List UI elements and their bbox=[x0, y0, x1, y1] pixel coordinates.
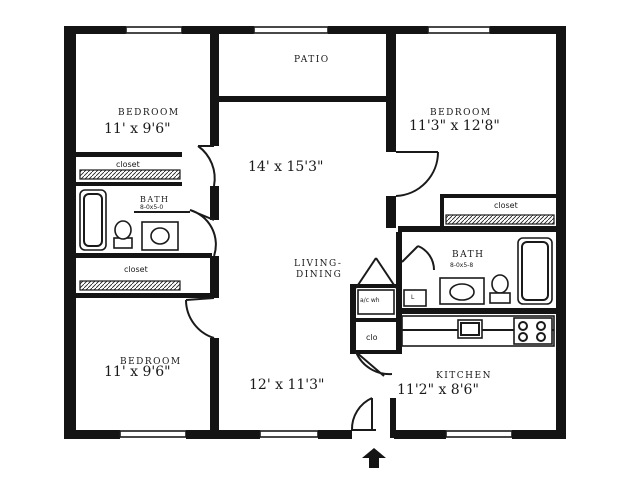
bathtub-w-inner bbox=[83, 193, 103, 247]
kitchen-sink bbox=[457, 319, 483, 339]
wall-utility-bottom bbox=[350, 350, 400, 354]
living-size-bottom: 12' x 11'3" bbox=[249, 377, 325, 393]
bath-e-size: 8-0x5-8 bbox=[450, 262, 474, 269]
bedroom-ne-label: BEDROOM bbox=[430, 108, 492, 118]
interior-wall-west-mid bbox=[210, 186, 219, 220]
bedroom-ne-size: 11'3" x 12'8" bbox=[409, 118, 500, 134]
toilet-tank-e bbox=[489, 292, 511, 304]
laundry-box bbox=[403, 289, 427, 307]
clo-label: clo bbox=[366, 333, 378, 342]
window-top-left bbox=[125, 26, 183, 34]
ac-wh-label: a/c wh bbox=[360, 297, 380, 304]
window-bottom-mid bbox=[259, 430, 319, 438]
bathtub-e-inner bbox=[521, 241, 549, 301]
window-top-right bbox=[427, 26, 491, 34]
kitchen-sink-basin bbox=[460, 322, 480, 336]
burner-4 bbox=[536, 332, 546, 342]
wall-closet-top-bottom bbox=[76, 182, 182, 186]
exterior-wall-bottom-left-2 bbox=[186, 430, 260, 439]
exterior-wall-right bbox=[556, 26, 566, 438]
wall-ne-closet-top bbox=[442, 194, 556, 198]
bath-w-label: BATH bbox=[140, 195, 170, 204]
exterior-wall-left bbox=[64, 26, 76, 438]
closet-w-mid-shelf bbox=[79, 280, 181, 291]
exterior-wall-bottom-left bbox=[64, 430, 120, 439]
bedroom-nw-size: 11' x 9'6" bbox=[104, 121, 171, 137]
interior-wall-west-bottom bbox=[210, 338, 219, 436]
living-size-top: 14' x 15'3" bbox=[248, 159, 324, 175]
patio-label: PATIO bbox=[294, 55, 330, 65]
closet-ne-label: closet bbox=[494, 201, 518, 210]
living-label-line2: DINING bbox=[296, 270, 343, 280]
window-patio bbox=[253, 26, 329, 34]
bath-e-label: BATH bbox=[452, 250, 485, 260]
wall-nw-bedroom-bottom bbox=[76, 152, 182, 157]
interior-wall-west-upper bbox=[210, 30, 219, 146]
bedroom-sw-label: BEDROOM bbox=[120, 357, 182, 367]
wall-bath-w-bottom bbox=[76, 253, 212, 258]
closet-w-mid-label: closet bbox=[124, 265, 148, 274]
interior-wall-east-mid bbox=[386, 196, 396, 228]
door-swing-bath-w bbox=[189, 209, 217, 257]
toilet-bowl-e bbox=[491, 274, 509, 294]
door-swing-clo bbox=[355, 351, 393, 377]
door-swing-nw-bedroom bbox=[197, 145, 216, 187]
bedroom-nw-label: BEDROOM bbox=[118, 108, 180, 118]
wall-ne-closet-bottom bbox=[398, 226, 556, 232]
door-swing-sw-bedroom bbox=[185, 297, 215, 339]
wall-utility-mid bbox=[350, 318, 400, 322]
bedroom-sw-size: 11' x 9'6" bbox=[104, 364, 171, 380]
wall-utility-top bbox=[350, 284, 400, 288]
interior-wall-west-lower bbox=[210, 256, 219, 298]
window-bottom-right bbox=[445, 430, 513, 438]
closet-w-top-shelf bbox=[79, 169, 181, 180]
bath-w-size: 8-0x5-0 bbox=[140, 204, 164, 211]
closet-ne-shelf bbox=[445, 214, 555, 225]
closet-w-top-label: closet bbox=[116, 160, 140, 169]
entry-arrow-icon bbox=[362, 448, 386, 468]
wall-closet-mid-bottom bbox=[76, 293, 212, 298]
kitchen-size: 11'2" x 8'6" bbox=[397, 382, 479, 398]
burner-3 bbox=[518, 332, 528, 342]
vanity-w bbox=[141, 221, 179, 251]
exterior-wall-bottom-right-2 bbox=[512, 430, 566, 439]
exterior-wall-top-left bbox=[64, 26, 126, 34]
ac-wh-box bbox=[357, 289, 395, 315]
wall-kitchen-left-bottom bbox=[390, 398, 396, 438]
kitchen-label: KITCHEN bbox=[436, 371, 492, 381]
sink-w bbox=[150, 227, 170, 245]
door-swing-bath-e bbox=[401, 245, 435, 271]
exterior-wall-top-right bbox=[490, 26, 566, 34]
living-label-line1: LIVING- bbox=[294, 259, 343, 269]
interior-wall-east-upper bbox=[386, 30, 396, 152]
exterior-wall-bottom-mid bbox=[318, 430, 352, 439]
laundry-label: L bbox=[411, 294, 415, 301]
window-bottom-left bbox=[119, 430, 187, 438]
exterior-wall-bottom-right bbox=[394, 430, 446, 439]
patio-wall-bottom bbox=[219, 96, 389, 102]
burner-1 bbox=[518, 321, 528, 331]
burner-2 bbox=[536, 321, 546, 331]
sink-e bbox=[449, 283, 475, 301]
wall-ne-closet-left bbox=[440, 194, 444, 228]
door-swing-utility bbox=[355, 257, 397, 289]
toilet-bowl-w bbox=[114, 220, 132, 240]
bathtub-e bbox=[517, 237, 553, 305]
door-swing-ne-bedroom bbox=[395, 151, 440, 197]
bathtub-w bbox=[79, 189, 107, 251]
wall-utility-right bbox=[396, 232, 402, 354]
exterior-wall-top-mid bbox=[328, 26, 428, 34]
wall-bath-e-bottom bbox=[396, 308, 556, 314]
